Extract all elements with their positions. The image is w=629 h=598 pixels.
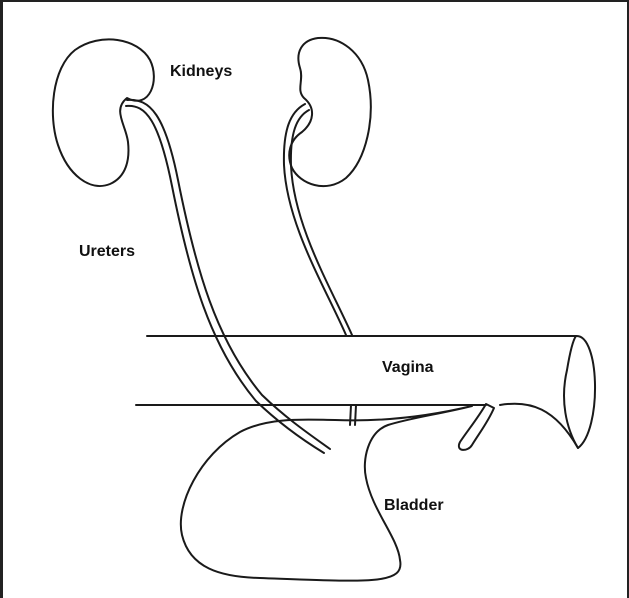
urethra-hook	[459, 404, 494, 450]
left-ureter	[126, 100, 330, 453]
label-ureters: Ureters	[79, 243, 135, 261]
label-kidneys: Kidneys	[170, 63, 232, 81]
bladder-outline	[181, 406, 472, 581]
label-vagina: Vagina	[382, 359, 434, 377]
right-ureter	[284, 104, 356, 425]
vagina-tube	[136, 336, 595, 448]
label-bladder: Bladder	[384, 497, 444, 515]
right-kidney	[289, 38, 371, 186]
left-kidney	[53, 39, 154, 186]
